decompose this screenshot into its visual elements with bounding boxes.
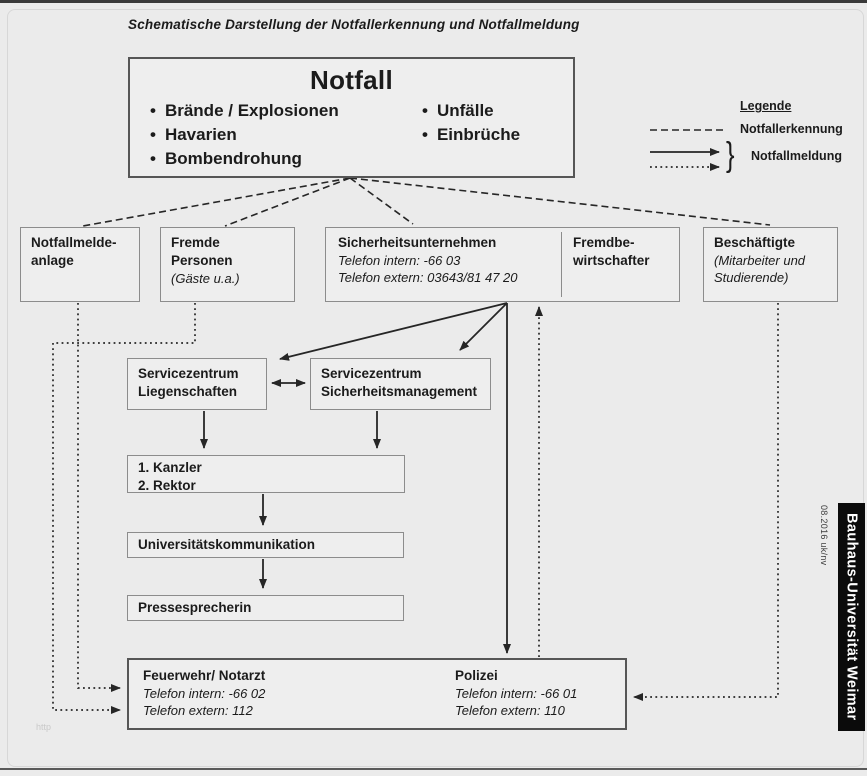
legend-label-notfallerkennung: Notfallerkennung [740, 122, 843, 136]
polizei-title: Polizei [455, 668, 498, 683]
notfall-list-right: Unfälle Einbrüche [422, 99, 520, 147]
sicherheitsunternehmen-phone-intern: Telefon intern: -66 03 [338, 252, 461, 268]
version-note: 08.2016 uk/nv [819, 505, 829, 566]
dashed-link-notfall-to-beschaeftigte [349, 177, 771, 226]
notfall-item: Einbrüche [422, 123, 520, 147]
watermark-text: http [36, 722, 52, 732]
kanzler-line: 1. Kanzler [138, 460, 202, 475]
notfall-box: Notfall Brände / Explosionen Havarien Bo… [128, 57, 575, 178]
servicezentrum-liegenschaften-box: Servicezentrum Liegenschaften [127, 358, 267, 410]
dotted-link-notfallmeldeanlage-to-feuerwehr [77, 303, 121, 692]
notfall-item: Bombendrohung [150, 147, 339, 171]
legend-brace: } [726, 136, 735, 174]
notfall-title: Notfall [310, 65, 393, 95]
kanzler-rektor-box: 1. Kanzler 2. Rektor [127, 455, 405, 493]
top-border [0, 0, 867, 3]
beschaeftigte-sub1: (Mitarbeiter und [714, 252, 806, 268]
notfall-item: Havarien [150, 123, 339, 147]
sz2-line1: Servicezentrum [321, 366, 422, 381]
feuerwehr-title: Feuerwehr/ Notarzt [143, 668, 266, 683]
notfall-item: Brände / Explosionen [150, 99, 339, 123]
polizei-column: Polizei Telefon intern: -66 01 Telefon e… [455, 667, 577, 719]
pressesprecherin-box: Pressesprecherin [127, 595, 404, 621]
beschaeftigte-box: Beschäftigte (Mitarbeiter und Studierend… [703, 227, 838, 302]
brand-bar: Bauhaus-Universität Weimar [838, 503, 865, 731]
arrow-sicherheitsunternehmen-to-liegenschaften [279, 302, 508, 361]
notfallmeldeanlage-box: Notfallmelde- anlage [20, 227, 140, 302]
universitaetskommunikation-label: Universitätskommunikation [138, 537, 316, 552]
dashed-link-notfall-to-notfallmeldeanlage [82, 177, 351, 227]
legend-title: Legende [740, 99, 792, 113]
sicherheitsunternehmen-box: Sicherheitsunternehmen Telefon intern: -… [325, 227, 680, 302]
feuerwehr-column: Feuerwehr/ Notarzt Telefon intern: -66 0… [143, 667, 625, 719]
dotted-link-beschaeftigte-to-polizei [633, 303, 779, 701]
page-title: Schematische Darstellung der Notfallerke… [128, 17, 580, 32]
feuerwehr-phone-extern: Telefon extern: 112 [143, 702, 253, 718]
polizei-phone-intern: Telefon intern: -66 01 [455, 685, 578, 701]
fremdbewirtschafter-label: Fremdbe- wirtschafter [573, 234, 650, 270]
notfall-list-left: Brände / Explosionen Havarien Bombendroh… [150, 99, 339, 171]
sz2-line2: Sicherheitsmanagement [321, 383, 478, 399]
brand-name: Bauhaus-Universität Weimar [843, 513, 860, 721]
feuerwehr-polizei-box: Feuerwehr/ Notarzt Telefon intern: -66 0… [127, 658, 627, 730]
bottom-border [0, 768, 867, 770]
dashed-link-notfall-to-fremde-personen [224, 177, 351, 227]
sz1-line2: Liegenschaften [138, 383, 238, 399]
sicherheitsunternehmen-title: Sicherheitsunternehmen [338, 235, 497, 250]
sz1-line1: Servicezentrum [138, 366, 239, 381]
notfallmeldeanlage-label-line1: Notfallmelde- [31, 235, 117, 250]
notfallmeldeanlage-label-line2: anlage [31, 252, 74, 268]
arrow-sicherheitsunternehmen-to-sicherheitsmanagement [459, 302, 508, 351]
beschaeftigte-sub2: Studierende) [714, 269, 789, 285]
notfall-item: Unfälle [422, 99, 520, 123]
pressesprecherin-label: Pressesprecherin [138, 600, 252, 615]
fremdbewirtschafter-line2: wirtschafter [573, 252, 650, 268]
rektor-line: 2. Rektor [138, 477, 196, 493]
dashed-link-notfall-to-sicherheitsunternehmen [349, 177, 414, 225]
polizei-phone-extern: Telefon extern: 110 [455, 702, 565, 718]
beschaeftigte-title: Beschäftigte [714, 235, 796, 250]
legend-label-notfallmeldung: Notfallmeldung [751, 149, 842, 163]
fremde-personen-title: Fremde Personen [171, 235, 233, 268]
fremde-personen-subtitle: (Gäste u.a.) [171, 270, 240, 286]
universitaetskommunikation-box: Universitätskommunikation [127, 532, 404, 558]
sicherheitsunternehmen-phone-extern: Telefon extern: 03643/81 47 20 [338, 269, 518, 285]
feuerwehr-phone-intern: Telefon intern: -66 02 [143, 685, 266, 701]
box-divider [561, 232, 562, 297]
fremdbewirtschafter-line1: Fremdbe- [573, 235, 635, 250]
fremde-personen-box: Fremde Personen (Gäste u.a.) [160, 227, 295, 302]
servicezentrum-sicherheitsmanagement-box: Servicezentrum Sicherheitsmanagement [310, 358, 491, 410]
